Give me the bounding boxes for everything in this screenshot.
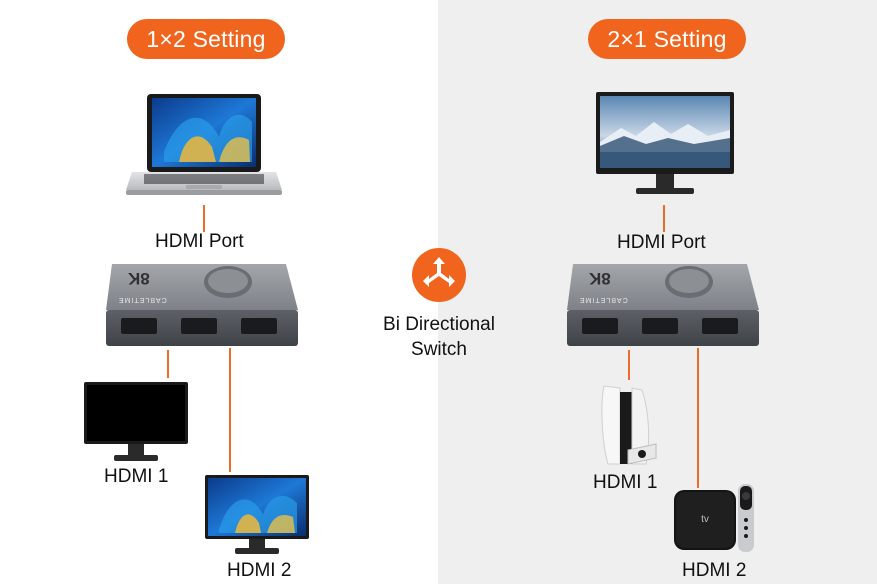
hdmi-1-label: HDMI 1 <box>593 472 658 493</box>
device-8k-mark: 8K <box>589 269 611 288</box>
device-brand-mark: CABLETIME <box>579 296 628 303</box>
connector-line <box>229 348 231 472</box>
hdmi-switch-device <box>106 264 298 346</box>
hdmi-1-label: HDMI 1 <box>104 466 169 487</box>
bidirectional-arrows-icon <box>412 248 466 302</box>
laptop-image <box>126 94 282 195</box>
game-console-image <box>601 385 657 465</box>
device-8k-mark: 8K <box>128 269 150 288</box>
connector-line <box>167 350 169 378</box>
caption-line-1: Bi Directional <box>383 314 495 335</box>
monitor-image <box>205 475 309 554</box>
connector-line <box>697 348 699 488</box>
setting-badge-label: 1×2 Setting <box>146 25 266 52</box>
connector-line <box>663 205 665 232</box>
svg-text:tv: tv <box>701 514 709 525</box>
connector-line <box>203 205 205 232</box>
streaming-box-image: tv <box>674 484 754 552</box>
setting-badge-2x1: 2×1 Setting <box>588 19 746 59</box>
monitor-image <box>84 382 188 461</box>
hdmi-2-label: HDMI 2 <box>682 560 747 581</box>
bi-directional-caption: Bi Directional Switch <box>360 312 518 362</box>
hdmi-2-label: HDMI 2 <box>227 560 292 581</box>
hdmi-port-label: HDMI Port <box>155 231 244 252</box>
device-brand-mark: CABLETIME <box>118 296 167 303</box>
connector-line <box>628 350 630 380</box>
monitor-image <box>596 92 734 194</box>
setting-badge-1x2: 1×2 Setting <box>127 19 285 59</box>
hdmi-port-label: HDMI Port <box>617 232 706 253</box>
hdmi-switch-device <box>567 264 759 346</box>
setting-badge-label: 2×1 Setting <box>607 25 727 52</box>
caption-line-2: Switch <box>411 339 467 360</box>
